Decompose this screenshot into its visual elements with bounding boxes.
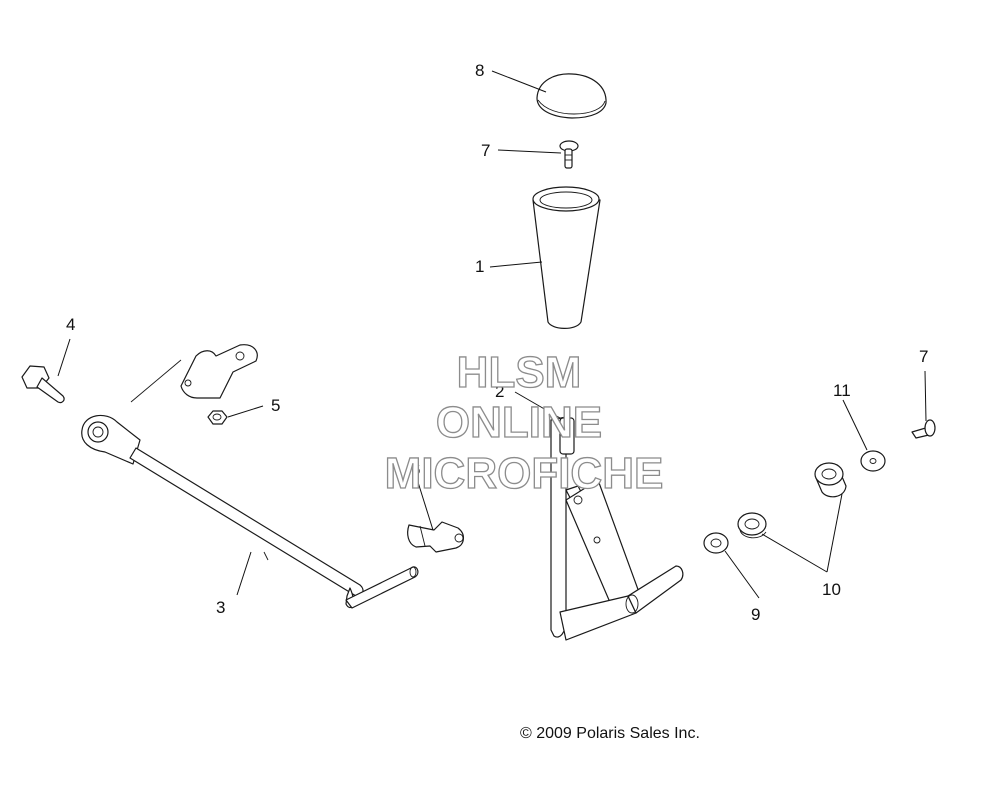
watermark-line-3: MICROFICHE	[385, 449, 664, 498]
part-3-shift-rod	[81, 414, 419, 609]
part-6-clip	[407, 521, 464, 553]
callout-3: 3	[216, 598, 225, 617]
callout-1: 1	[475, 257, 484, 276]
callout-10: 10	[822, 580, 841, 599]
part-1-knob	[532, 186, 601, 329]
part-5-nut	[207, 410, 228, 425]
part-3-bracket	[130, 344, 258, 403]
part-7-screw-upper	[559, 140, 579, 169]
part-10-bushing-b	[814, 462, 847, 498]
part-4-bolt	[21, 365, 65, 404]
watermark: HLSM ONLINE MICROFICHE	[384, 347, 664, 498]
callout-7-right: 7	[919, 347, 928, 366]
watermark-line-2: ONLINE	[436, 398, 602, 447]
part-8-cap	[536, 73, 607, 119]
callout-11: 11	[833, 381, 851, 400]
callout-5: 5	[271, 396, 280, 415]
part-10-bushing-a	[737, 512, 767, 539]
leader-lines	[57, 70, 927, 599]
part-11-washer	[860, 450, 886, 472]
callout-6: 6	[411, 460, 420, 479]
callout-8: 8	[475, 61, 484, 80]
callout-2: 2	[495, 382, 504, 401]
part-2-shift-lever	[550, 416, 684, 641]
part-9-washer	[703, 532, 729, 554]
callout-4: 4	[66, 315, 75, 334]
callout-7-upper: 7	[481, 141, 490, 160]
part-7-screw-right	[911, 419, 936, 439]
copyright-text: © 2009 Polaris Sales Inc.	[520, 725, 700, 742]
watermark-line-1: HLSM	[457, 348, 582, 397]
callout-9: 9	[751, 605, 760, 624]
